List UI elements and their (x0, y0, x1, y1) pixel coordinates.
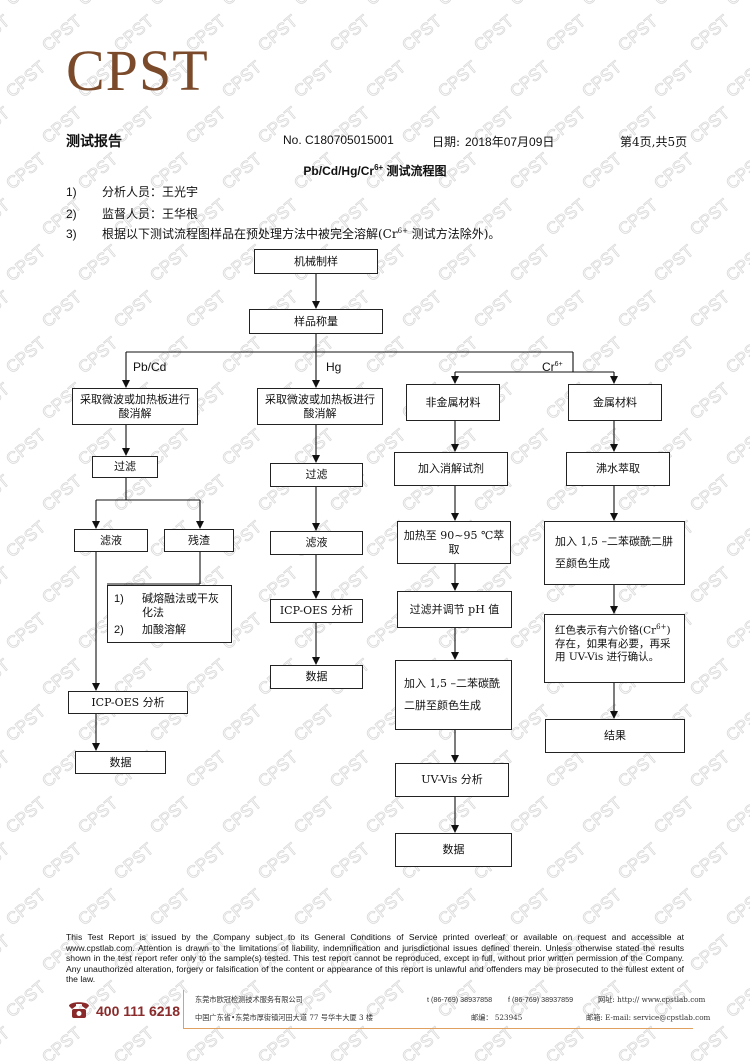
metal-dpc-box: 加入 1,5 –二苯碳酰二肼至颜色生成 (544, 521, 685, 585)
flow-title: Pb/Cd/Hg/Cr6+ 测试流程图 (0, 162, 750, 179)
footer-disclaimer: This Test Report is issued by the Compan… (66, 932, 684, 985)
nonmetal-uv-box: UV-Vis 分析 (395, 763, 509, 797)
hg-data-box: 数据 (270, 665, 363, 689)
pbcd-data-box: 数据 (75, 751, 166, 774)
branch-label-hg: Hg (326, 360, 342, 374)
email: 邮箱: E-mail: service@cpstlab.com (586, 1013, 711, 1022)
fax: f (86-769) 38937859 (508, 995, 574, 1004)
sample-weighing-box: 样品称量 (249, 309, 383, 334)
step-number: 2) (114, 624, 124, 636)
pbcd-icp-box: ICP-OES 分析 (68, 691, 188, 714)
line-text: 根据以下测试流程图样品在预处理方法中被完全溶解(Cr (102, 227, 398, 241)
phone-icon (69, 1002, 89, 1018)
branch-label-cr: Cr6+ (542, 360, 563, 374)
page-info: 第4页,共5页 (620, 135, 688, 149)
pbcd-filter-box: 过滤 (92, 456, 158, 478)
nonmetal-material-box: 非金属材料 (406, 384, 500, 421)
step-text: 碱熔融法或干灰化法 (142, 592, 219, 619)
branch-label-pbcd: Pb/Cd (133, 360, 167, 374)
date-label: 日期: (432, 135, 461, 149)
analyst-line: 1) 分析人员：王光宇 (66, 183, 198, 200)
telephone: t (86-769) 38937858 (427, 995, 493, 1004)
metal-result-box: 结果 (545, 719, 685, 753)
line-text: 监督人员：王华根 (102, 207, 199, 221)
red-note-sup: 6+ (656, 623, 667, 631)
line-text-b: 测试方法除外)。 (407, 227, 501, 241)
step-text: 加酸溶解 (142, 623, 186, 636)
pbcd-filtrate-box: 滤液 (74, 529, 148, 552)
website: 网址: http:// www.cpstlab.com (598, 995, 706, 1004)
footer-rule (183, 1028, 693, 1029)
red-note-b: )存在，如果有必要，再采用 UV-Vis 进行确认。 (555, 624, 671, 663)
date-value: 2018年07月09日 (465, 135, 555, 149)
pbcd-digest-box: 采取微波或加热板进行酸消解 (72, 388, 198, 425)
company-logo: CPST (66, 38, 209, 103)
residue-treatment-box: 1) 碱熔融法或干灰化法 2) 加酸溶解 (107, 585, 232, 643)
pbcd-residue-box: 残渣 (164, 529, 234, 552)
hg-filter-box: 过滤 (270, 463, 363, 487)
line-number: 1) (66, 185, 77, 199)
hg-filtrate-box: 滤液 (270, 531, 363, 555)
red-note-a: 红色表示有六价铬(Cr (555, 624, 657, 637)
metal-boil-box: 沸水萃取 (566, 452, 670, 486)
hotline-number: 400 111 6218 (96, 1003, 181, 1019)
hg-digest-box: 采取微波或加热板进行酸消解 (257, 388, 383, 425)
supervisor-line: 2) 监督人员：王华根 (66, 205, 198, 222)
footer-divider (183, 990, 184, 1028)
flow-title-sup: 6+ (374, 163, 384, 172)
method-line: 3) 根据以下测试流程图样品在预处理方法中被完全溶解(Cr6+ 测试方法除外)。 (66, 225, 500, 242)
line-sup: 6+ (397, 227, 408, 235)
step-number: 1) (114, 593, 124, 605)
branch-cr-sup: 6+ (554, 361, 563, 368)
hg-icp-box: ICP-OES 分析 (270, 599, 363, 623)
nonmetal-solvent-box: 加入消解试剂 (394, 452, 508, 486)
nonmetal-ph-box: 过滤并调节 pH 值 (397, 591, 512, 628)
report-number: No. C180705015001 (283, 133, 394, 147)
line-text: 分析人员：王光宇 (102, 185, 199, 199)
company-name: 东莞市欧冠检测技术服务有限公司 (195, 995, 303, 1004)
metal-material-box: 金属材料 (568, 384, 662, 421)
nonmetal-data-box: 数据 (395, 833, 512, 867)
flow-title-main: Pb/Cd/Hg/Cr (303, 164, 375, 178)
doc-title: 测试报告 (66, 134, 122, 150)
residue-step-2: 2) 加酸溶解 (114, 623, 225, 637)
residue-step-1: 1) 碱熔融法或干灰化法 (114, 592, 225, 620)
line-number: 3) (66, 227, 77, 241)
branch-cr-text: Cr (542, 360, 555, 374)
flow-title-rest: 测试流程图 (383, 164, 447, 178)
mechanical-sampling-box: 机械制样 (254, 249, 378, 274)
company-address: 中国广东省•东莞市厚街镇河田大道 77 号华丰大厦 3 楼 (195, 1013, 374, 1022)
zip-code: 邮编： 523945 (471, 1013, 523, 1022)
line-number: 2) (66, 207, 77, 221)
metal-red-note-box: 红色表示有六价铬(Cr6+)存在，如果有必要，再采用 UV-Vis 进行确认。 (544, 614, 685, 683)
nonmetal-dpc-box: 加入 1,5 –二苯碳酰二肼至颜色生成 (395, 660, 512, 730)
nonmetal-heat-box: 加热至 90~95 ℃萃取 (397, 521, 511, 564)
